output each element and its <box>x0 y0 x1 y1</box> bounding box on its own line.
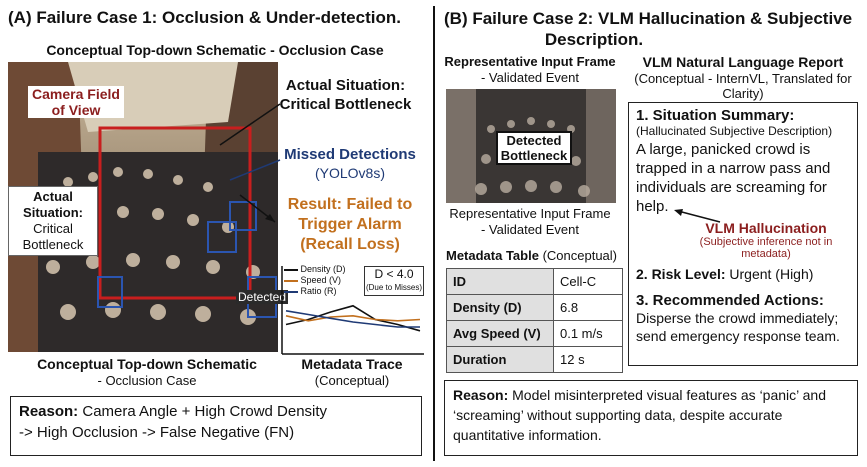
result-line-3: (Recall Loss) <box>300 236 400 253</box>
hallucination-arrow <box>674 209 721 223</box>
meta-key: Density (D) <box>446 294 554 321</box>
meta-table-title: Metadata Table (Conceptual) <box>446 248 617 263</box>
s1-sub: (Hallucinated Subjective Description) <box>636 124 833 138</box>
missed-detections-sub: (YOLOv8s) <box>314 165 385 181</box>
chart-legend: Density (D) Speed (V) Ratio (R) <box>284 264 346 297</box>
left-subtitle: Conceptual Top-down Schematic - Occlusio… <box>46 42 384 58</box>
detected-label: Detected <box>236 290 289 304</box>
left-reason-box: Reason: Camera Angle + High Crowd Densit… <box>10 396 422 456</box>
series-line-0 <box>285 304 421 332</box>
meta-value: 6.8 <box>553 294 623 321</box>
meta-value: Cell-C <box>553 268 623 295</box>
left-caption-sub: - Occlusion Case <box>97 373 197 388</box>
left-reason-line2: -> High Occlusion -> False Negative (FN) <box>19 424 295 441</box>
s3-text: Disperse the crowd immediately; send eme… <box>636 310 840 344</box>
left-reason-bold: Reason: <box>19 403 79 420</box>
right-title-line1: (B) Failure Case 2: VLM Hallucination & … <box>444 9 853 28</box>
actual-situation-left-bold: Actual Situation: <box>23 189 83 220</box>
right-reason-box: Reason: Model misinterpreted visual feat… <box>444 380 858 456</box>
s2-text: Urgent (High) <box>729 266 814 282</box>
right-panel-title: (B) Failure Case 2: VLM Hallucination & … <box>444 8 864 50</box>
legend-speed: Speed (V) <box>300 275 342 285</box>
legend-density: Density (D) <box>300 264 346 274</box>
table-row: Avg Speed (V)0.1 m/s <box>446 320 623 347</box>
meta-title-sub: (Conceptual) <box>542 248 618 263</box>
metadata-trace-chart: Density (D) Speed (V) Ratio (R) D < 4.0 … <box>278 262 426 358</box>
report-sub: (Conceptual - InternVL, Translated for C… <box>634 71 852 101</box>
actual-situation-left-text: Critical Bottleneck <box>22 221 84 252</box>
series-line-2 <box>285 310 420 328</box>
meta-key: ID <box>446 268 554 295</box>
trace-title: Metadata Trace <box>301 356 403 372</box>
hallucination-label: VLM Hallucination (Subjective inference … <box>676 220 856 260</box>
table-row: Density (D)6.8 <box>446 294 623 321</box>
frame-title: Representative Input Frame <box>444 54 616 69</box>
meta-title-bold: Metadata Table <box>446 248 539 263</box>
hallucination-title: VLM Hallucination <box>705 220 827 236</box>
actual-situation-left: Actual Situation: Critical Bottleneck <box>8 186 98 256</box>
annotation-sub: (Due to Misses) <box>365 283 422 292</box>
right-reason-bold: Reason: <box>453 387 509 403</box>
trace-svg <box>281 266 424 355</box>
meta-key: Avg Speed (V) <box>446 320 554 347</box>
s2-bold: 2. Risk Level: <box>636 266 726 282</box>
frame-caption: Representative Input Frame <box>449 206 611 221</box>
annotation-main: D < 4.0 <box>374 267 414 281</box>
meta-value: 12 s <box>553 346 623 373</box>
report-title: VLM Natural Language Report <box>642 54 844 70</box>
frame-sub: - Validated Event <box>480 70 580 85</box>
legend-ratio: Ratio (R) <box>300 286 337 296</box>
s2-line: 2. Risk Level: Urgent (High) <box>636 266 850 282</box>
missed-detections-title: Missed Detections <box>284 146 416 163</box>
s1-title: 1. Situation Summary: <box>636 107 795 124</box>
right-reason-text: Model misinterpreted visual features as … <box>453 387 826 443</box>
report-box: 1. Situation Summary: (Hallucinated Subj… <box>628 102 858 366</box>
trace-sub: (Conceptual) <box>314 373 390 388</box>
result-line-2: Trigger Alarm <box>298 216 402 233</box>
result-line-1: Result: Failed to <box>287 196 413 213</box>
result-label: Result: Failed to Trigger Alarm (Recall … <box>276 195 424 255</box>
left-reason-line1: Camera Angle + High Crowd Density <box>82 403 328 420</box>
actual-situation-top: Actual Situation: Critical Bottleneck <box>279 77 412 113</box>
pointer-arrows <box>219 103 281 223</box>
hallucination-sub: (Subjective inference not in metadata) <box>699 236 833 260</box>
meta-value: 0.1 m/s <box>553 320 623 347</box>
chart-annotation: D < 4.0 (Due to Misses) <box>364 266 424 296</box>
meta-key: Duration <box>446 346 554 373</box>
detected-bottleneck-label: Detected Bottleneck <box>496 131 572 165</box>
right-title-line2: Description. <box>544 30 644 49</box>
series-line-1 <box>285 314 421 322</box>
s1-text: A large, panicked crowd is trapped in a … <box>636 141 831 215</box>
panel-divider <box>433 6 435 461</box>
frame-caption-sub: - Validated Event <box>480 222 580 237</box>
camera-fov-label: Camera Field of View <box>28 86 124 118</box>
left-caption-bold: Conceptual Top-down Schematic <box>37 356 257 372</box>
left-panel-title: (A) Failure Case 1: Occlusion & Under-de… <box>8 8 401 27</box>
s3-title: 3. Recommended Actions: <box>636 292 824 309</box>
